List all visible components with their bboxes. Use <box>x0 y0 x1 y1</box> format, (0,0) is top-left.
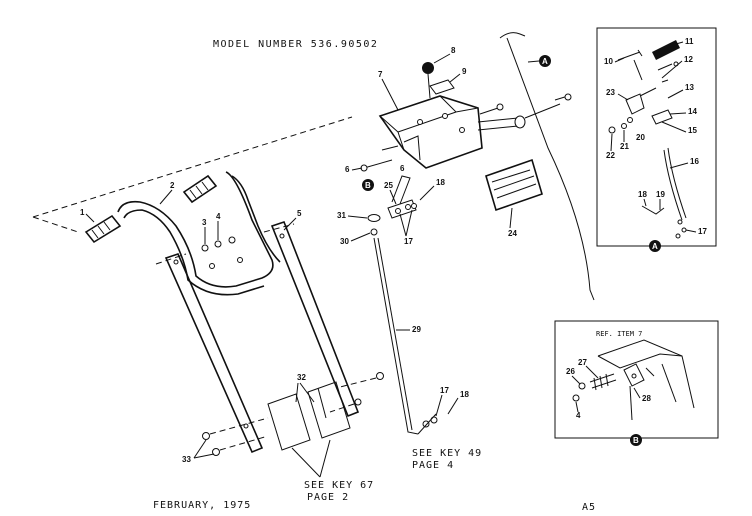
bracket <box>429 79 455 95</box>
marker-b-inset <box>630 434 642 446</box>
upper-handle <box>117 171 274 288</box>
callout-number: 21 <box>620 142 629 151</box>
callout-number: 17 <box>698 227 707 236</box>
callout-number: 33 <box>182 455 191 464</box>
callout-number: 6 <box>400 164 405 173</box>
callout-number: 4 <box>576 411 581 420</box>
bolt-right <box>329 372 384 413</box>
shift-link-rod <box>373 237 419 435</box>
callout-number: 25 <box>384 181 393 190</box>
callout-number: 29 <box>412 325 421 334</box>
callout-number: 4 <box>216 212 221 221</box>
callout-number: 31 <box>337 211 346 220</box>
callout-number: 17 <box>404 237 413 246</box>
callout-number: 28 <box>642 394 651 403</box>
shift-rod <box>506 37 595 301</box>
callout-number: 18 <box>436 178 445 187</box>
marker-a-main <box>539 55 551 67</box>
callout-number: 10 <box>604 57 613 66</box>
callout-number: B <box>633 436 639 445</box>
callout-number: 27 <box>578 358 587 367</box>
callout-number: B <box>365 181 371 190</box>
callout-number: 9 <box>462 67 467 76</box>
callout-number: 17 <box>440 386 449 395</box>
date-footer: FEBRUARY, 1975 <box>153 500 251 511</box>
callout-number: 19 <box>656 190 665 199</box>
note-page-4: PAGE 4 <box>412 460 454 471</box>
alignment-line <box>32 116 353 218</box>
callout-number: 3 <box>202 218 207 227</box>
callout-number: 30 <box>340 237 349 246</box>
callout-number: 6 <box>345 165 350 174</box>
callout-number: 12 <box>684 55 693 64</box>
lower-handle-left <box>164 253 264 454</box>
note-see-key-49: SEE KEY 49 <box>412 448 482 459</box>
callout-number: 16 <box>690 157 699 166</box>
callout-number: 15 <box>688 126 697 135</box>
callout-number: 8 <box>451 46 456 55</box>
callout-number: 14 <box>688 107 697 116</box>
callout-number: 26 <box>566 367 575 376</box>
callout-number: 20 <box>636 133 645 142</box>
callout-number: 11 <box>685 37 694 46</box>
handle-grip-left <box>84 214 122 244</box>
callout-number: 1 <box>80 208 85 217</box>
model-number: MODEL NUMBER 536.90502 <box>213 39 378 50</box>
callout-number: 13 <box>685 83 694 92</box>
callout-number: 24 <box>508 229 517 238</box>
frame-bracket <box>267 381 351 451</box>
inset-b-panel <box>554 320 719 439</box>
callout-number: 7 <box>378 70 383 79</box>
shift-linkage <box>367 175 417 236</box>
inset-a-panel <box>596 27 717 247</box>
note-see-key-67: SEE KEY 67 <box>304 480 374 491</box>
callout-number: 18 <box>460 390 469 399</box>
callout-number: 18 <box>638 190 647 199</box>
marker-a-inset <box>649 240 661 252</box>
callout-number: 2 <box>170 181 175 190</box>
page-code: A5 <box>582 502 596 513</box>
marker-b-main <box>362 179 374 191</box>
callout-number: 5 <box>297 209 302 218</box>
control-panel <box>378 95 483 169</box>
lower-handle-right <box>270 221 360 418</box>
callout-number: 23 <box>606 88 615 97</box>
note-page-2: PAGE 2 <box>307 492 349 503</box>
callout-number: 32 <box>297 373 306 382</box>
decal <box>485 158 543 212</box>
callout-number: A <box>542 57 548 66</box>
bolt-left <box>202 417 269 456</box>
note-ref-item: REF. ITEM 7 <box>596 330 642 338</box>
throttle-knob <box>422 62 434 74</box>
callout-number: A <box>652 242 658 251</box>
handle-grip-right <box>182 174 218 204</box>
callout-number: 22 <box>606 151 615 160</box>
